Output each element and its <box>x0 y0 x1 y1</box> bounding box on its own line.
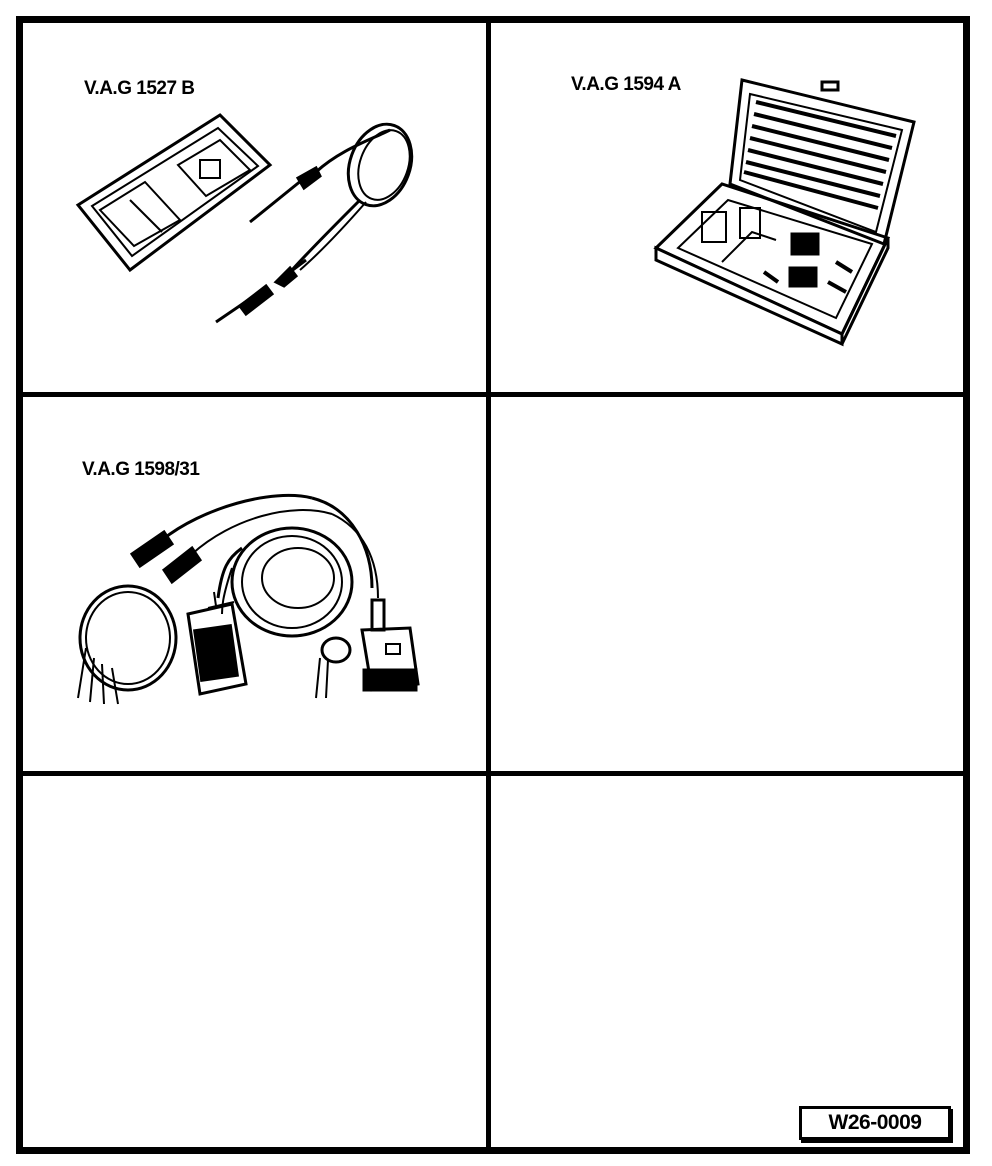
grid-horizontal-divider-1 <box>16 392 970 397</box>
figure-frame <box>16 16 970 1154</box>
adapter-set-case-icon <box>653 78 916 347</box>
grid-horizontal-divider-2 <box>16 771 970 776</box>
grid-vertical-divider <box>486 16 491 1154</box>
tool-label-3: V.A.G 1598/31 <box>82 459 200 480</box>
figure-reference-code: W26-0009 <box>799 1106 951 1140</box>
continuity-tester-icon <box>75 113 414 324</box>
tool-label-2: V.A.G 1594 A <box>571 74 681 95</box>
tool-label-1: V.A.G 1527 B <box>84 78 195 99</box>
test-adapter-cable-icon <box>77 493 420 705</box>
